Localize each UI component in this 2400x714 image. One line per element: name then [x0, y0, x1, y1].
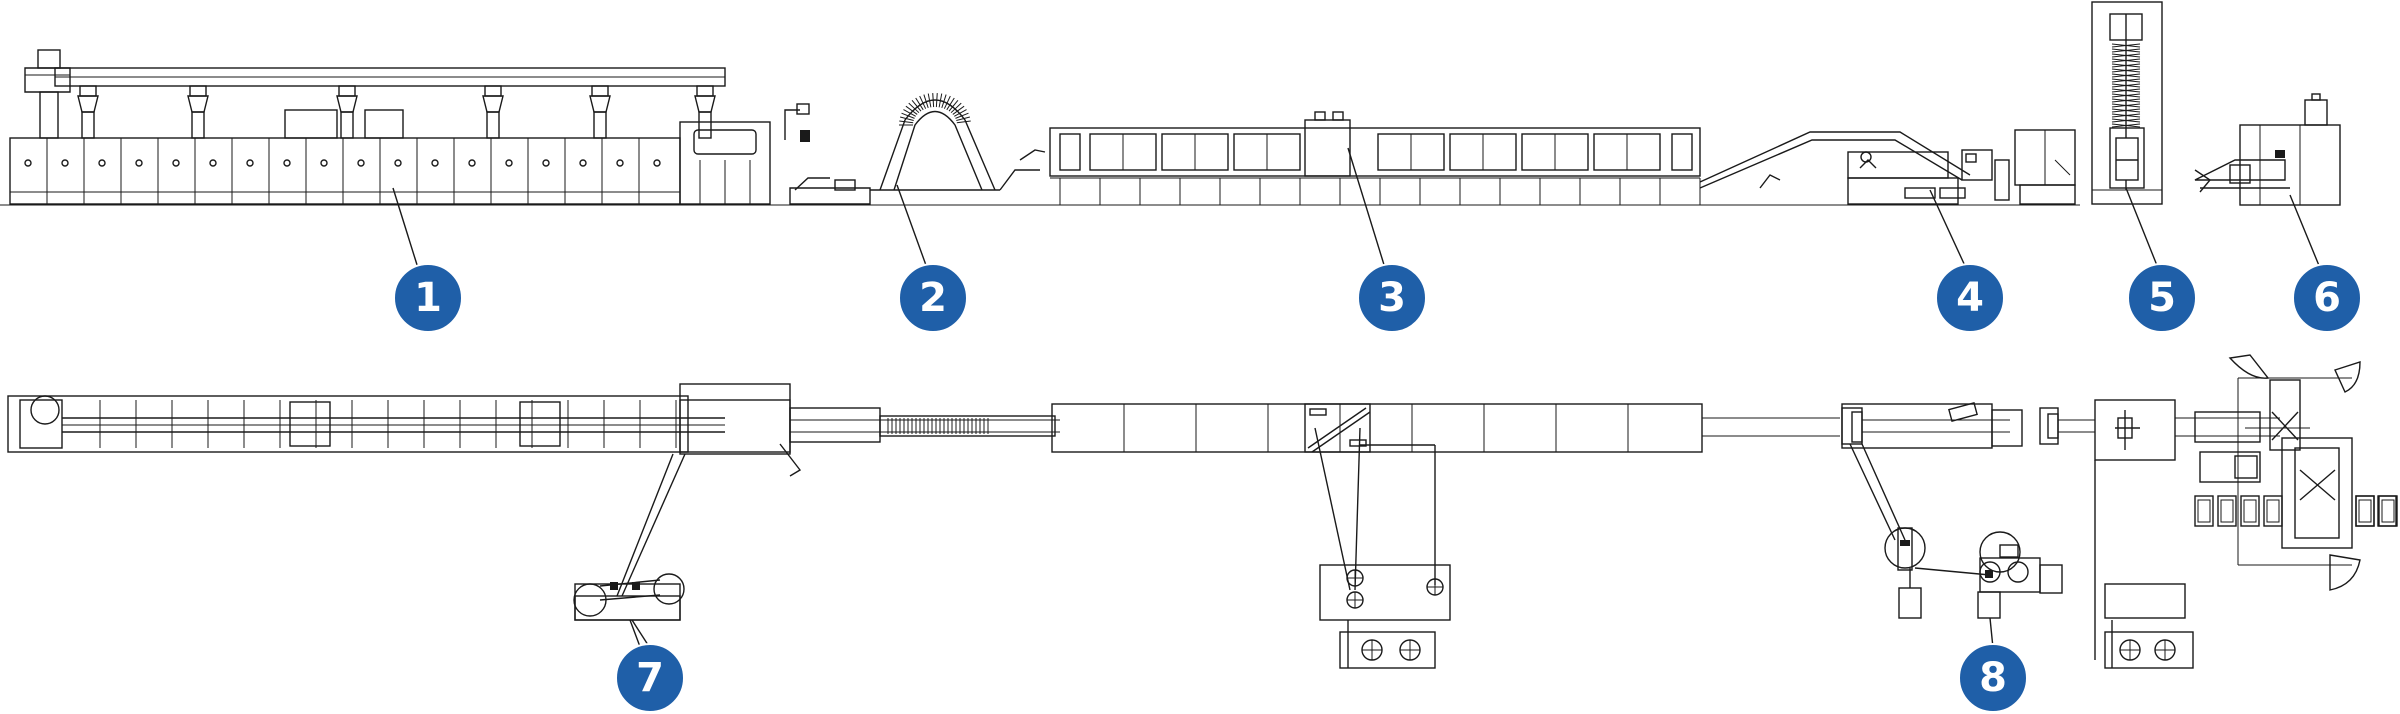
machine-5-vertical-tower: [2091, 1, 2163, 205]
callout-badge-8: [1958, 643, 2028, 713]
callout-badge-6: [2292, 263, 2362, 333]
elevation-view: [0, 1, 2341, 269]
machine-7-drive: [573, 453, 686, 661]
callout-badge-3: [1357, 263, 1427, 333]
oven-port: [468, 159, 476, 167]
callout-label-5: 5: [2148, 275, 2176, 321]
plan-connecting-conveyors: [789, 407, 1060, 443]
oven-port: [135, 159, 143, 167]
oven-port: [579, 159, 587, 167]
callout-4: 4: [1935, 263, 2005, 333]
oven-port: [24, 159, 32, 167]
callout-2: 2: [898, 263, 968, 333]
callout-label-4: 4: [1956, 275, 1984, 321]
oven-port: [394, 159, 402, 167]
callout-label-2: 2: [919, 275, 947, 321]
oven-port: [542, 159, 550, 167]
callout-5: 5: [2127, 263, 2197, 333]
machine-6-stacker: [2194, 93, 2341, 206]
oven-port: [172, 159, 180, 167]
oven-port: [61, 159, 69, 167]
callout-badge-7: [615, 643, 685, 713]
machine-4-incline-conveyor: [1699, 129, 2076, 205]
oven-port: [98, 159, 106, 167]
oven-port: [283, 159, 291, 167]
callout-label-3: 3: [1378, 275, 1406, 321]
callout-badge-2: [898, 263, 968, 333]
callout-label-8: 8: [1979, 655, 2007, 701]
oven-port: [246, 159, 254, 167]
callout-8: 8: [1958, 643, 2028, 713]
callout-3: 3: [1357, 263, 1427, 333]
machine-3-plan: [1051, 403, 1840, 453]
callout-badge-5: [2127, 263, 2197, 333]
oven-port: [320, 159, 328, 167]
machine-8-drive: [1849, 443, 2063, 619]
machine-3-drive-unit: [1314, 427, 1451, 669]
plan-view: [7, 354, 2398, 669]
oven-port: [616, 159, 624, 167]
oven-port: [653, 159, 661, 167]
callout-label-1: 1: [414, 275, 442, 321]
callout-label-6: 6: [2313, 275, 2341, 321]
oven-port: [505, 159, 513, 167]
oven-port: [431, 159, 439, 167]
machine-1-oven: [9, 49, 810, 205]
callout-badge-4: [1935, 263, 2005, 333]
leader-lines-top: [392, 147, 2321, 269]
machine-3-tunnel: [1049, 111, 1701, 205]
transfer-conveyor-a: [789, 177, 871, 205]
callout-1: 1: [393, 263, 463, 333]
callout-7: 7: [615, 643, 685, 713]
machine-4-plan: [1841, 401, 2095, 449]
callout-label-7: 7: [636, 655, 664, 701]
oven-port: [209, 159, 217, 167]
machine-5-6-plan: [2094, 354, 2398, 669]
oven-port: [357, 159, 365, 167]
leader-lines-bottom: [631, 617, 1994, 649]
machine-2-loop-conveyor: [870, 93, 1046, 191]
callout-badge-1: [393, 263, 463, 333]
callout-6: 6: [2292, 263, 2362, 333]
